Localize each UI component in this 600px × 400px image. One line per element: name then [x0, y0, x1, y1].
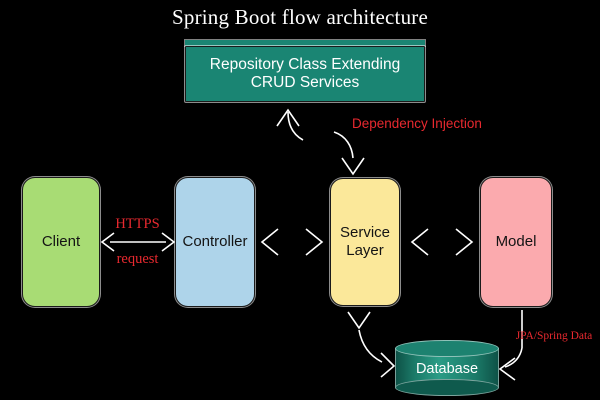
- edge-controller-service: [260, 228, 324, 256]
- database-cylinder-bottom: [395, 379, 499, 396]
- node-database-label: Database: [415, 361, 479, 377]
- edge-service-model: [410, 228, 474, 256]
- node-service-layer-label: Service Layer: [339, 224, 391, 259]
- node-client-label: Client: [41, 233, 81, 251]
- node-service-layer[interactable]: Service Layer: [330, 178, 400, 306]
- edge-model-database: [498, 310, 523, 381]
- edge-repository-service: [333, 131, 365, 176]
- node-model[interactable]: Model: [480, 177, 552, 307]
- node-controller-label: Controller: [182, 233, 248, 251]
- edge-client-controller: [100, 232, 176, 252]
- node-repository-label: Repository Class Extending CRUD Services: [209, 55, 401, 91]
- node-client[interactable]: Client: [22, 177, 100, 307]
- node-controller[interactable]: Controller: [175, 177, 255, 307]
- page-title: Spring Boot flow architecture: [172, 5, 428, 29]
- node-repository[interactable]: Repository Class Extending CRUD Services: [185, 46, 425, 102]
- database-cylinder-top: [395, 340, 499, 357]
- edge-service-repository: [276, 108, 304, 141]
- node-database[interactable]: Database: [395, 340, 499, 396]
- edge-service-database: [347, 311, 396, 378]
- title-underline-bar: [185, 40, 425, 46]
- node-model-label: Model: [495, 233, 537, 251]
